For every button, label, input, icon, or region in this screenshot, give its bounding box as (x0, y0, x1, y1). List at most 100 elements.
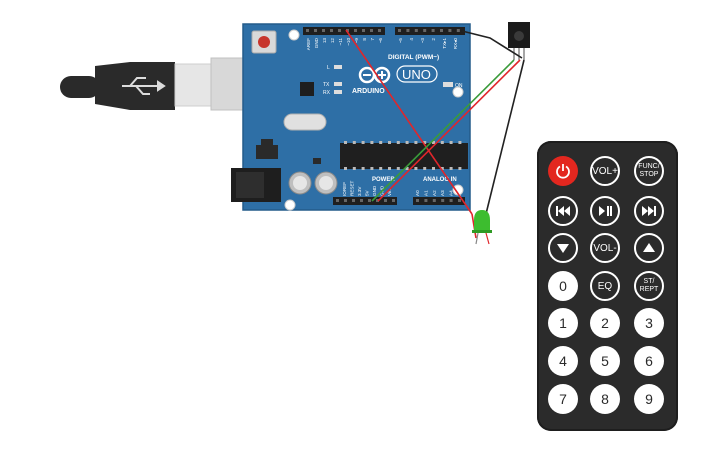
analog-header[interactable] (413, 197, 465, 205)
pin-label: A5 (457, 190, 462, 196)
wire-black-top[interactable] (461, 30, 523, 59)
remote-button-label: 4 (559, 353, 567, 369)
remote-button-label: FUNC/ STOP (638, 163, 660, 178)
usb-cable[interactable] (60, 57, 256, 111)
mounting-hole (452, 86, 464, 98)
wire-red-top[interactable] (345, 29, 473, 215)
voltage-regulator (256, 145, 278, 159)
five-button[interactable]: 5 (590, 346, 620, 376)
rewind-button[interactable] (548, 196, 578, 226)
pin-label: GND (372, 185, 377, 196)
wire-black-led[interactable] (483, 59, 525, 223)
pin-label: ~5 (398, 38, 403, 44)
pin-label: A3 (440, 190, 445, 196)
pin-label: ~6 (378, 38, 383, 44)
led-l (334, 65, 342, 69)
triangle-up-icon (642, 242, 656, 254)
power-button[interactable] (548, 156, 578, 186)
three-button[interactable]: 3 (634, 308, 664, 338)
down-button[interactable] (548, 233, 578, 263)
nine-button[interactable]: 9 (634, 384, 664, 414)
seven-button[interactable]: 7 (548, 384, 578, 414)
pin-label: 4 (409, 38, 414, 41)
digital-header-left[interactable] (303, 27, 385, 35)
crystal (283, 113, 327, 131)
play-pause-button[interactable] (590, 196, 620, 226)
wire-green[interactable] (371, 59, 515, 202)
led-tx-label: TX (323, 82, 330, 88)
pin-label: ~3 (420, 38, 425, 44)
uno-badge (396, 65, 438, 83)
power-icon (555, 163, 571, 179)
play-pause-icon (597, 205, 613, 217)
remote-button-label: VOL- (593, 242, 617, 254)
pin-label: 3.3V (357, 186, 362, 196)
four-button[interactable]: 4 (548, 346, 578, 376)
func-stop-button[interactable]: FUNC/ STOP (634, 156, 664, 186)
reset-button[interactable] (251, 30, 277, 54)
pin-label: GND (314, 37, 319, 48)
pin-label: 12 (330, 38, 335, 44)
remote-button-label: VOL+ (592, 165, 618, 177)
pin-label: RX◂0 (453, 38, 458, 50)
mounting-hole (288, 29, 300, 41)
two-button[interactable]: 2 (590, 308, 620, 338)
mounting-hole (284, 199, 296, 211)
ir-receiver[interactable] (508, 22, 530, 60)
vol-down-button[interactable]: VOL- (590, 233, 620, 263)
uno-label: UNO (402, 67, 431, 82)
pin-label: AREF (306, 38, 311, 50)
analog-label: ANALOG IN (423, 177, 457, 183)
pin-label: ~9 (354, 38, 359, 44)
remote-button-label: 8 (601, 391, 609, 407)
pin-label: A1 (423, 190, 428, 196)
pin-label: RESET (350, 180, 355, 196)
led-rx (334, 90, 342, 94)
wire-red-bottom[interactable] (377, 59, 521, 202)
arduino-brand: ARDUINO (352, 88, 385, 95)
rewind-icon (555, 205, 571, 217)
wires[interactable] (345, 29, 525, 239)
pin-label: A2 (432, 190, 437, 196)
pin-label: ~10 (346, 38, 351, 46)
digital-header-right[interactable] (395, 27, 465, 35)
up-button[interactable] (634, 233, 664, 263)
pin-label: IOREF (342, 182, 347, 196)
ir-remote[interactable]: VOL+ FUNC/ STOP VOL- 0 EQ ST/ REPT 1 2 3 4 5 6 7 8 9 (537, 141, 678, 431)
led-on-label: ON (455, 83, 463, 89)
six-button[interactable]: 6 (634, 346, 664, 376)
atmega-chip (340, 141, 468, 170)
remote-button-label: 0 (559, 278, 567, 294)
mounting-hole (452, 184, 464, 196)
st-rept-button[interactable]: ST/ REPT (634, 271, 664, 301)
power-label: POWER (372, 177, 395, 183)
vol-up-button[interactable]: VOL+ (590, 156, 620, 186)
eq-button[interactable]: EQ (590, 271, 620, 301)
pin-label: 5V (365, 189, 370, 196)
pin-label: 2 (431, 38, 436, 41)
fast-forward-button[interactable] (634, 196, 664, 226)
remote-button-label: EQ (597, 280, 613, 292)
one-button[interactable]: 1 (548, 308, 578, 338)
remote-button-label: 9 (645, 391, 653, 407)
usb-chip (300, 82, 314, 96)
power-header[interactable] (333, 197, 397, 205)
usb-icon (122, 77, 166, 95)
triangle-down-icon (556, 242, 570, 254)
zero-button[interactable]: 0 (548, 271, 578, 301)
eight-button[interactable]: 8 (590, 384, 620, 414)
remote-button-label: 3 (645, 315, 653, 331)
remote-button-label: 5 (601, 353, 609, 369)
pin-label: TX▸1 (442, 38, 447, 49)
pin-label: A0 (415, 190, 420, 196)
pin-label: ~11 (338, 38, 343, 46)
pin-label: 7 (370, 38, 375, 41)
remote-button-label: 6 (645, 353, 653, 369)
remote-button-label: 2 (601, 315, 609, 331)
pin-label: Vin (387, 189, 392, 196)
green-led[interactable] (472, 210, 492, 245)
